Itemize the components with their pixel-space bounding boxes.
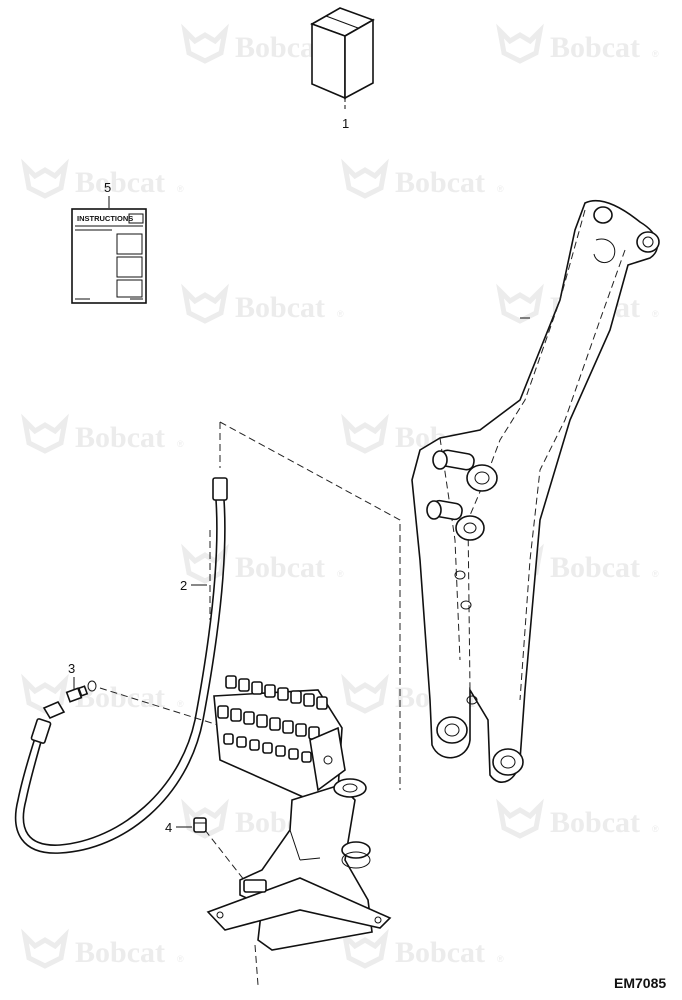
valve-fitting: [288, 748, 299, 760]
watermark-mark: ®: [497, 954, 504, 964]
watermark-mark: ®: [337, 309, 344, 319]
watermark-text: Bobcat: [395, 936, 485, 969]
callout-2: 2: [180, 578, 187, 593]
valve-fitting: [316, 696, 328, 710]
bobcat-logo-icon: Bobcat®: [181, 23, 344, 64]
bobcat-logo-icon: Bobcat ®: [21, 928, 184, 969]
watermark-text: Bobcat: [550, 551, 640, 584]
valve-fitting: [256, 714, 268, 728]
instruction-book-icon: 5 INSTRUCTIONS: [71, 180, 147, 304]
valve-fitting: [264, 684, 276, 698]
valve-fitting: [225, 675, 237, 689]
watermark-text: Bobcat: [395, 166, 485, 199]
valve-fitting: [249, 739, 260, 751]
bobcat-logo-icon: Bobcat ®: [341, 928, 504, 969]
plug-icon: 4: [165, 817, 207, 835]
bobcat-logo-icon: Bobcat ®: [341, 158, 504, 199]
valve-fitting: [277, 687, 289, 701]
watermark-mark: ®: [652, 49, 659, 59]
watermark-mark: ®: [497, 184, 504, 194]
routing-lines: [99, 421, 401, 886]
watermark-mark: ®: [652, 309, 659, 319]
valve-fitting: [295, 723, 307, 737]
valve-fitting: [269, 717, 281, 731]
valve-fitting: [282, 720, 294, 734]
watermark-text: Bobcat: [235, 31, 325, 64]
valve-fitting: [262, 742, 273, 754]
bobcat-logo-icon: Bobcat ®: [496, 23, 659, 64]
bobcat-logo-icon: Bobcat ®: [496, 798, 659, 839]
valve-fitting: [243, 711, 255, 725]
bobcat-logo-icon: Bobcat ®: [181, 543, 344, 584]
box-icon: [310, 7, 375, 112]
watermark-text: Bobcat: [75, 421, 165, 454]
callout-3: 3: [68, 661, 75, 676]
valve-fitting: [236, 736, 247, 748]
valve-fitting: [230, 708, 242, 722]
instruction-book-title: INSTRUCTIONS: [77, 214, 133, 223]
watermark-text: Bobcat: [550, 31, 640, 64]
valve-fitting: [301, 751, 312, 763]
valve-fitting: [223, 733, 234, 745]
valve-fitting: [238, 678, 250, 692]
watermark-text: Bobcat: [235, 291, 325, 324]
valve-fitting: [290, 690, 302, 704]
watermark-text: Bobcat: [75, 936, 165, 969]
watermark-text: Bobcat: [235, 551, 325, 584]
valve-fitting: [275, 745, 286, 757]
callout-4: 4: [165, 820, 172, 835]
bobcat-logo-icon: Bobcat ®: [21, 673, 184, 714]
watermark-text: Bobcat: [550, 806, 640, 839]
valve-fitting: [217, 705, 229, 719]
watermark-text: Bobcat: [75, 166, 165, 199]
watermark-mark: ®: [337, 569, 344, 579]
watermark-mark: ®: [177, 954, 184, 964]
valve-block-icon: [206, 675, 392, 986]
watermark-mark: ®: [652, 569, 659, 579]
watermark-mark: ®: [177, 184, 184, 194]
hose-icon: 2: [14, 477, 228, 854]
bobcat-logo-icon: Bobcat ®: [21, 158, 184, 199]
callout-1: 1: [342, 116, 349, 131]
callout-5: 5: [104, 180, 111, 195]
valve-fitting: [251, 681, 263, 695]
watermark-mark: ®: [652, 824, 659, 834]
watermark-mark: ®: [177, 699, 184, 709]
watermark-text: Bobcat: [75, 681, 165, 714]
bobcat-logo-icon: Bobcat ®: [181, 283, 344, 324]
fitting-icon: 3: [65, 661, 97, 703]
valve-fitting: [303, 693, 315, 707]
watermark-mark: ®: [177, 439, 184, 449]
boom-arm-icon: [411, 199, 660, 783]
bobcat-logo-icon: Bobcat ®: [21, 413, 184, 454]
figure-code: EM7085: [614, 975, 666, 991]
